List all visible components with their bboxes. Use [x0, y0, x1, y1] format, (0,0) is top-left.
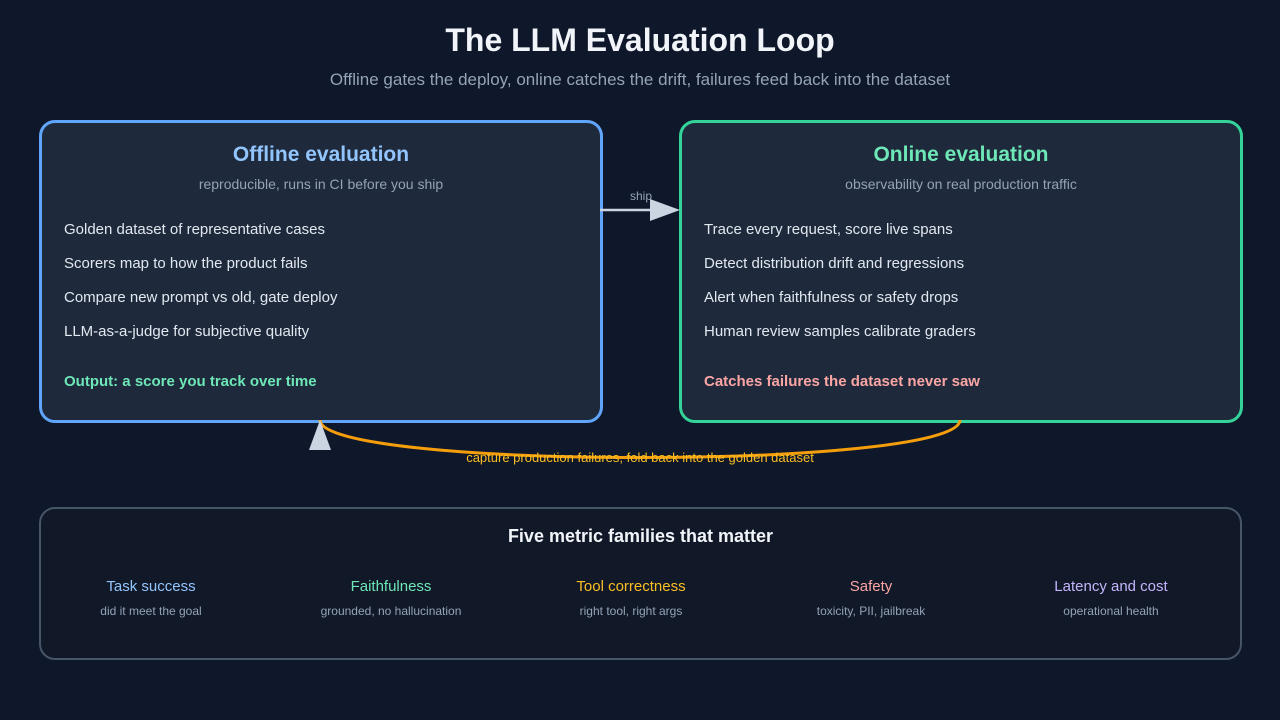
metric-name: Latency and cost	[1054, 578, 1168, 595]
offline-item: Scorers map to how the product fails	[64, 255, 308, 272]
offline-item: Golden dataset of representative cases	[64, 221, 325, 238]
online-items-list: Trace every request, score live spans De…	[704, 220, 976, 356]
feedback-label: capture production failures, fold back i…	[466, 450, 814, 465]
online-panel-title: Online evaluation	[873, 143, 1049, 166]
feedback-arrow-head	[309, 420, 331, 450]
offline-panel-title: Offline evaluation	[232, 143, 410, 166]
metric-desc: right tool, right args	[579, 604, 683, 618]
metric-families-panel: Five metric families that matter Task su…	[39, 507, 1242, 660]
offline-output: Output: a score you track over time	[64, 373, 317, 390]
offline-evaluation-panel: Offline evaluation reproducible, runs in…	[39, 120, 603, 423]
online-item: Human review samples calibrate graders	[704, 323, 976, 340]
offline-panel-subtitle: reproducible, runs in CI before you ship	[198, 176, 444, 192]
online-item: Detect distribution drift and regression…	[704, 255, 965, 272]
metrics-title: Five metric families that matter	[507, 526, 774, 546]
online-item: Trace every request, score live spans	[704, 221, 953, 238]
online-item: Alert when faithfulness or safety drops	[704, 289, 959, 306]
page-title: The LLM Evaluation Loop	[445, 22, 835, 58]
online-panel-subtitle: observability on real production traffic	[845, 176, 1077, 192]
metric-desc: did it meet the goal	[100, 604, 202, 618]
metric-task-success: Task success did it meet the goal	[31, 578, 271, 618]
feedback-arrow-curve	[318, 419, 962, 459]
offline-item: LLM-as-a-judge for subjective quality	[64, 323, 310, 340]
metric-name: Task success	[106, 578, 196, 595]
metric-name: Safety	[849, 578, 893, 595]
metric-faithfulness: Faithfulness grounded, no hallucination	[271, 578, 511, 618]
metric-desc: operational health	[1063, 604, 1159, 618]
metric-tool-correctness: Tool correctness right tool, right args	[511, 578, 751, 618]
metric-name: Tool correctness	[576, 578, 686, 595]
online-output: Catches failures the dataset never saw	[704, 373, 980, 390]
offline-items-list: Golden dataset of representative cases S…	[64, 220, 337, 356]
metric-desc: toxicity, PII, jailbreak	[816, 604, 926, 618]
metric-name: Faithfulness	[350, 578, 432, 595]
ship-label: ship	[629, 189, 652, 203]
page-subtitle: Offline gates the deploy, online catches…	[329, 70, 951, 89]
metric-latency-cost: Latency and cost operational health	[991, 578, 1231, 618]
metric-desc: grounded, no hallucination	[320, 604, 462, 618]
metric-safety: Safety toxicity, PII, jailbreak	[751, 578, 991, 618]
offline-item: Compare new prompt vs old, gate deploy	[64, 289, 338, 306]
ship-arrow-head	[650, 199, 680, 221]
